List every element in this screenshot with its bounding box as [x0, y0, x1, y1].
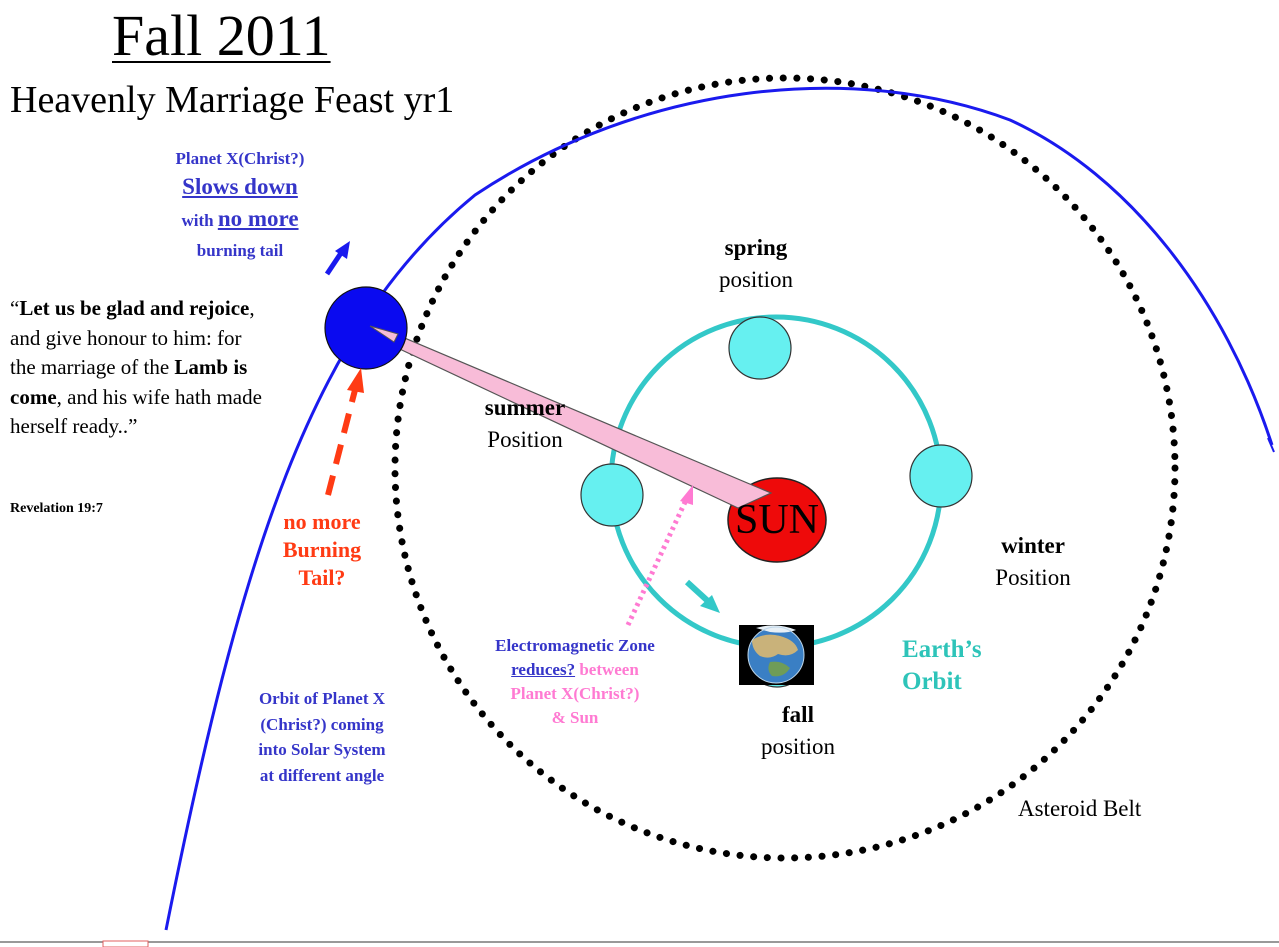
em-zone-caption: Electromagnetic Zone reduces? between Pl…: [470, 634, 680, 730]
em-zone-line1: Electromagnetic Zone: [495, 636, 655, 655]
burning-line3: Tail?: [298, 565, 346, 590]
scripture-quote: “Let us be glad and rejoice, and give ho…: [10, 294, 270, 442]
em-zone-line3: Planet X(Christ?): [510, 684, 640, 703]
footer-tab: [102, 940, 149, 947]
spring-planet: [728, 316, 792, 380]
earth-motion-arrow: [684, 579, 720, 613]
asteroid-belt-label: Asteroid Belt: [1018, 796, 1142, 821]
winter-label: winter Position: [978, 530, 1088, 594]
summer-planet: [580, 463, 644, 527]
summer-label-text: Position: [487, 427, 563, 452]
slows-down-arrow: [324, 241, 350, 276]
planet-x-with: with: [181, 211, 218, 230]
winter-label-bold: winter: [1001, 533, 1065, 558]
planet-x-burning-tail: burning tail: [196, 241, 284, 260]
fall-label-bold: fall: [782, 702, 814, 727]
summer-label-bold: summer: [484, 395, 566, 420]
orbit-x-caption: Orbit of Planet X (Christ?) coming into …: [236, 686, 408, 788]
earth-orbit-line1: Earth’s: [902, 636, 982, 663]
planet-x-line1: Planet X(Christ?): [175, 149, 305, 168]
orbit-x-line1: Orbit of Planet X: [258, 689, 386, 708]
page-title: Fall 2011: [112, 3, 331, 68]
winter-planet: [909, 444, 973, 508]
planet-x-slows-down: Slows down: [182, 174, 298, 199]
burning-tail-caption: no more Burning Tail?: [262, 508, 382, 592]
sun-label: SUN: [734, 497, 820, 543]
planet-x-no-more: no more: [217, 206, 299, 231]
quote-text2: , and his wife hath made herself ready..…: [10, 384, 262, 439]
burning-line1: no more: [283, 509, 361, 534]
earth-orbit-line2: Orbit: [902, 668, 962, 695]
em-zone-arrow: [625, 485, 693, 627]
summer-label: summer Position: [470, 392, 580, 456]
em-zone-between: between: [575, 660, 639, 679]
orbit-x-line3: into Solar System: [258, 740, 386, 759]
planet-x-caption: Planet X(Christ?) Slows down with no mor…: [150, 146, 330, 264]
burning-line2: Burning: [282, 537, 362, 562]
em-zone-line4: & Sun: [551, 708, 599, 727]
winter-label-text: Position: [995, 565, 1071, 590]
quote-citation: Revelation 19:7: [10, 501, 103, 516]
quote-bold2: Lamb is come: [10, 355, 248, 409]
planet-x: [324, 286, 408, 370]
burning-tail-arrow: [325, 368, 364, 496]
quote-bold1: Let us be glad and rejoice: [19, 296, 250, 320]
fall-label: fall position: [742, 699, 854, 763]
quote-text1: , and give honour to him: for the marria…: [10, 296, 255, 379]
orbit-x-line4: at different angle: [259, 765, 385, 785]
planet-x-orbit-path: [164, 86, 1274, 931]
earth-orbit-label: Earth’s Orbit: [902, 634, 982, 698]
asteroid-belt-ring: [391, 74, 1179, 862]
quote-open: “: [10, 296, 20, 320]
spring-label-text: position: [718, 267, 794, 292]
orbit-x-line2: (Christ?) coming: [260, 714, 384, 734]
em-zone-reduces: reduces?: [511, 660, 576, 679]
fall-label-text: position: [760, 734, 836, 759]
spring-label-bold: spring: [724, 235, 788, 260]
electromagnetic-zone-tip: [369, 325, 399, 343]
earth-globe-icon: [739, 625, 814, 685]
spring-label: spring position: [700, 232, 812, 296]
planet-x-orbit-tick: [1267, 437, 1275, 453]
page-subtitle: Heavenly Marriage Feast yr1: [10, 79, 455, 121]
